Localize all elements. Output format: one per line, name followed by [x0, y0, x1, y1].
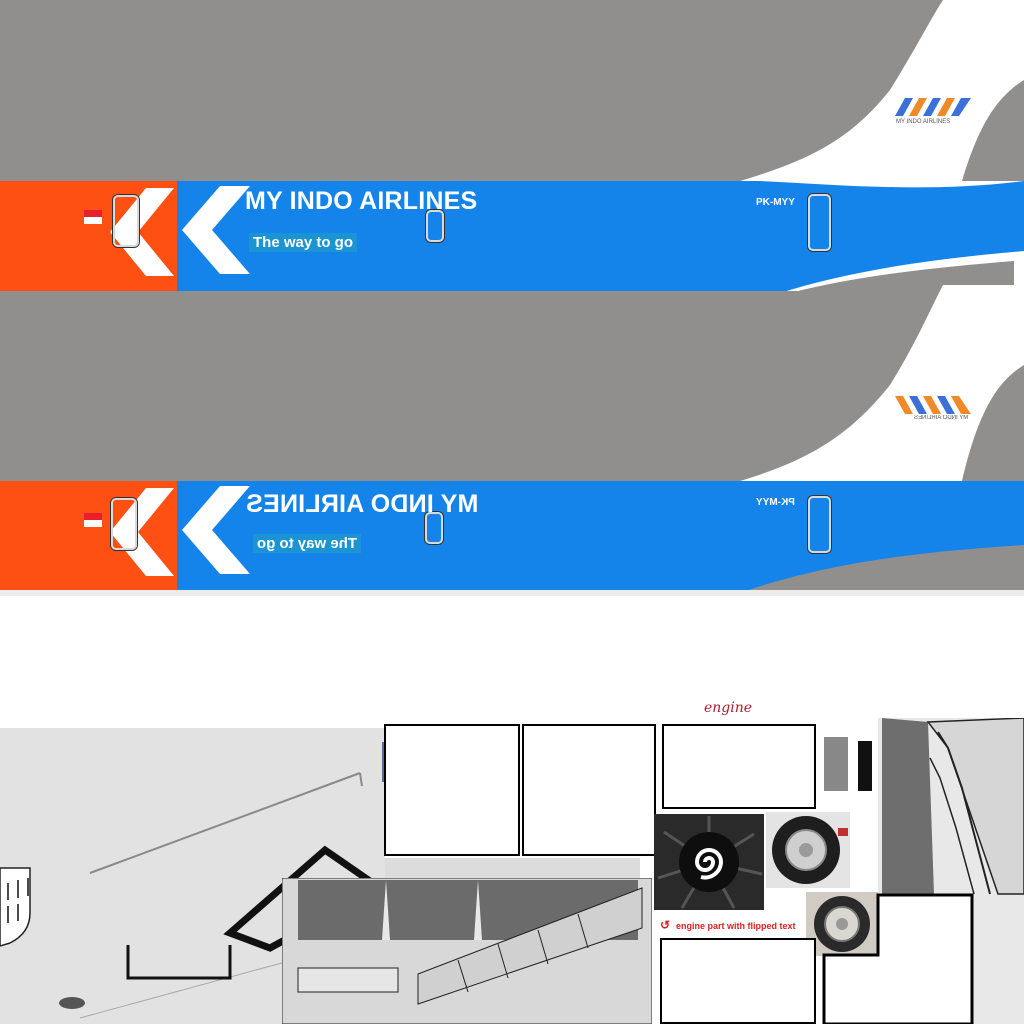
door-rear-top: [808, 194, 831, 251]
door-mid-bottom: [425, 512, 443, 544]
tail-fin-bottom: [740, 285, 1024, 481]
chevron-small-bottom: [110, 488, 174, 576]
engine-part-note: engine part with flipped text: [676, 921, 796, 931]
engine-label: engine: [704, 700, 753, 716]
tail-logo-text-bottom: MY INDO AIRLINES: [914, 415, 969, 421]
chevron-large-top: [182, 186, 250, 274]
slogan-top: The way to go: [249, 233, 358, 252]
tail-fin-top: [740, 0, 1024, 181]
swatch-black: [858, 741, 872, 791]
note-arrow-icon: ↺: [660, 918, 671, 932]
chevron-large-bottom: [182, 486, 250, 574]
flag-bottom: [84, 513, 102, 527]
airline-name-bottom: MY INDO AIRLINES: [246, 490, 479, 518]
airline-name-top: MY INDO AIRLINES: [245, 187, 478, 215]
engine-intake-image: [654, 814, 764, 910]
tail-logo-bottom: [895, 396, 971, 414]
registration-bottom: PK-MYY: [756, 497, 795, 508]
stripe-taper-top: [760, 181, 1024, 293]
registration-top: PK-MYY: [756, 197, 795, 208]
door-front-top: [113, 195, 139, 247]
door-front-bottom: [111, 498, 137, 550]
stripe-taper-bottom: [740, 545, 1024, 593]
gear-door-cutout: [822, 893, 974, 1024]
template-box-3: [660, 938, 816, 1024]
template-box-engine: [662, 724, 816, 809]
tail-logo-text-top: MY INDO AIRLINES: [896, 119, 951, 125]
swatch-grey: [824, 737, 848, 791]
template-box-1: [384, 724, 520, 856]
wheel-image-2: [806, 892, 878, 956]
wheel-image-1: [766, 812, 850, 888]
tail-logo-top: [895, 98, 971, 116]
door-mid-top: [426, 210, 444, 242]
flap-assembly: [282, 878, 652, 1024]
template-box-2: [522, 724, 656, 856]
slogan-bottom: The way to go: [253, 534, 362, 553]
fuselage-bottom-edge: [0, 590, 1024, 596]
door-rear-bottom: [808, 496, 831, 553]
chevron-small-top: [110, 188, 174, 276]
flag-top: [84, 210, 102, 224]
